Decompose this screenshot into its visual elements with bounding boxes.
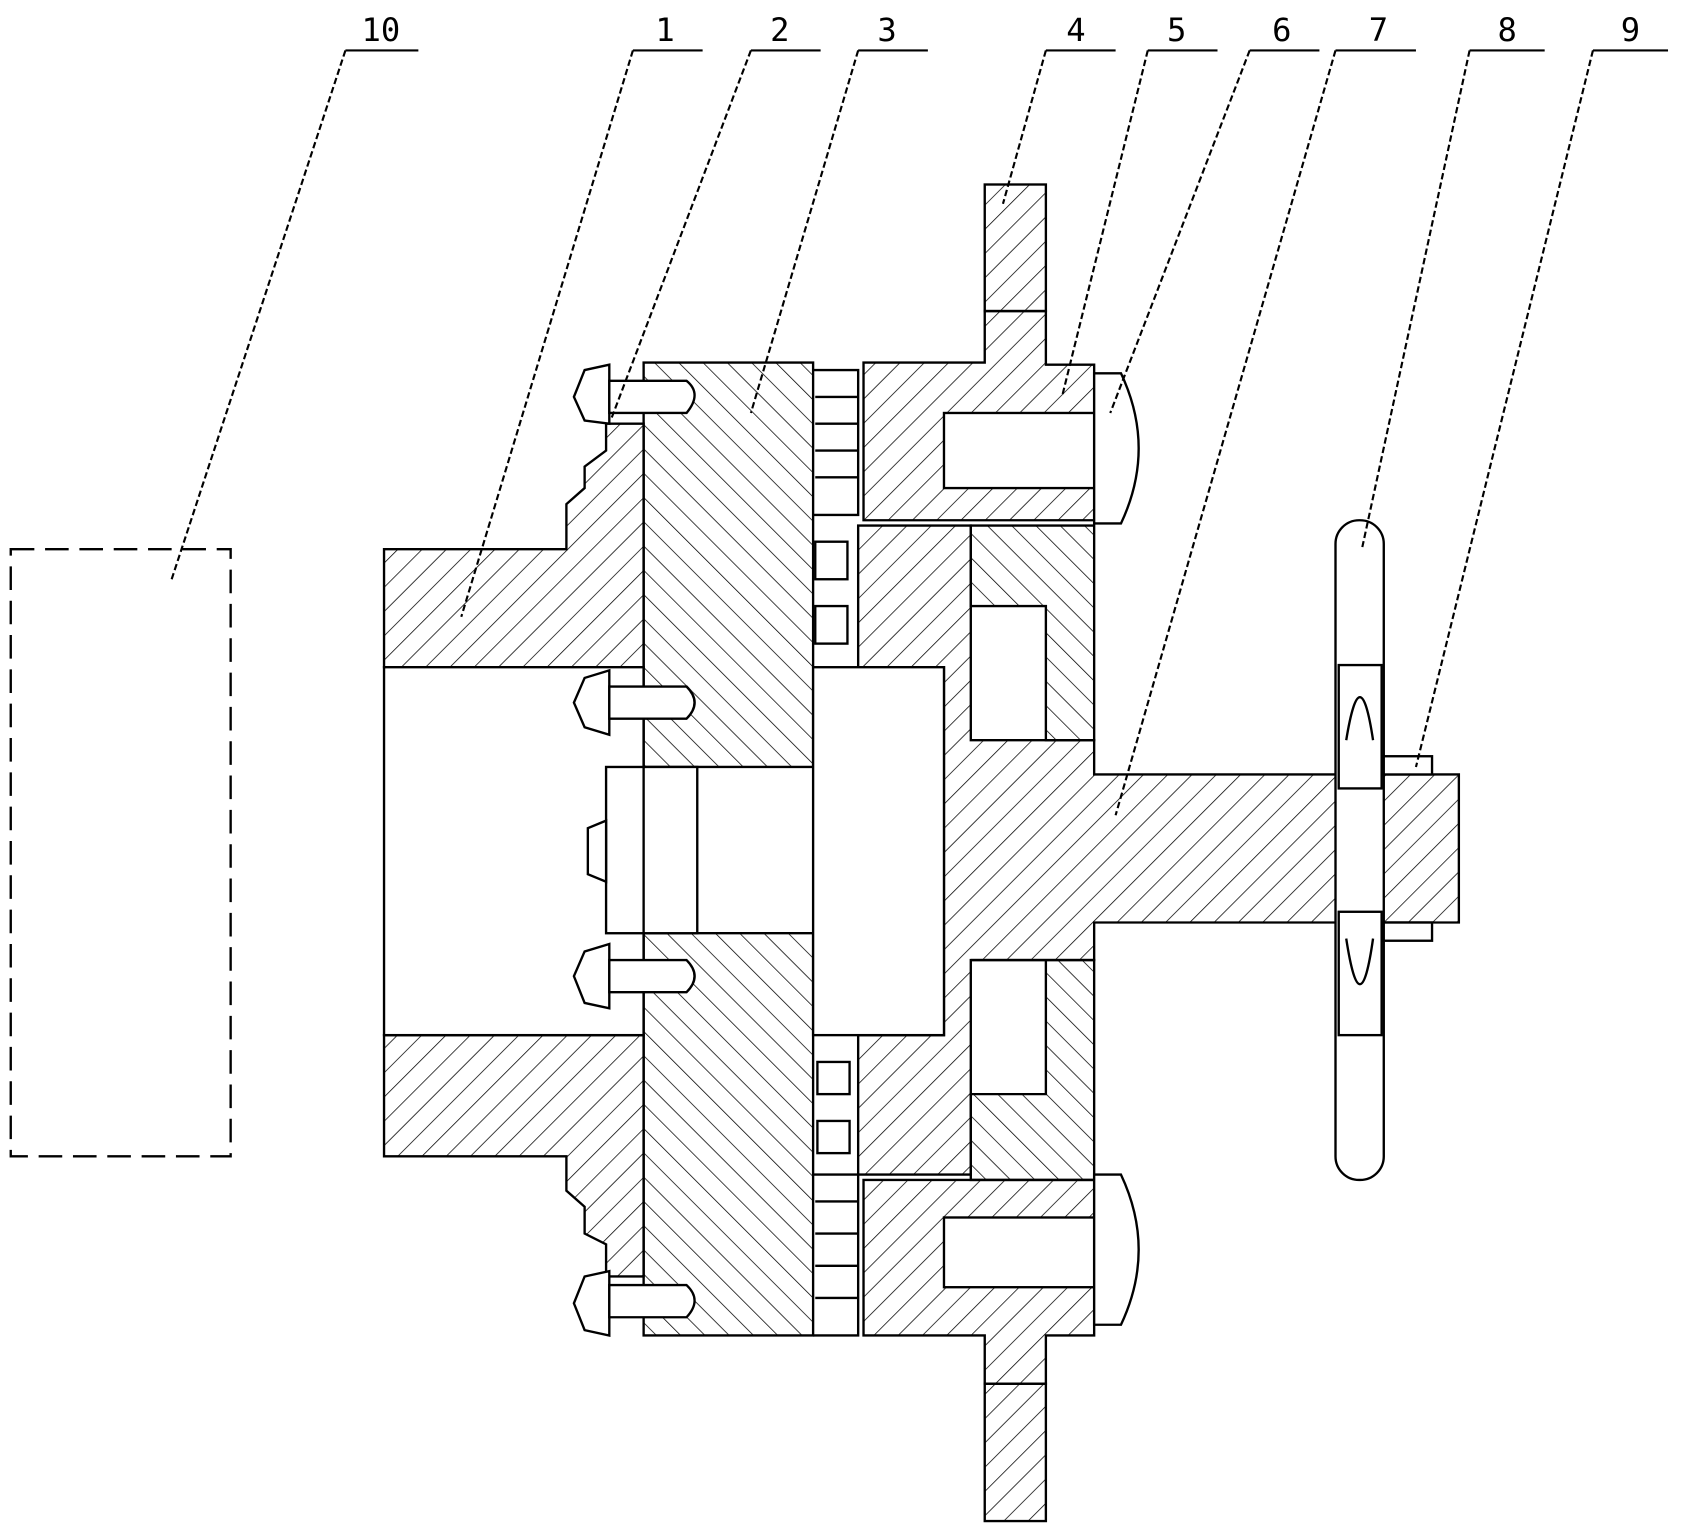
part-9-key	[1384, 756, 1432, 774]
label-8: 8	[1497, 11, 1516, 49]
label-3: 3	[877, 11, 896, 49]
label-1: 1	[655, 11, 674, 49]
label-2: 2	[770, 11, 789, 49]
part-labels: 10 1 2 3 4 5 6 7 8 9	[361, 11, 1640, 49]
part-10-dashed-box	[11, 549, 231, 1156]
label-10: 10	[361, 11, 400, 49]
part-8-handle	[1336, 520, 1384, 1180]
label-6: 6	[1272, 11, 1291, 49]
label-5: 5	[1167, 11, 1186, 49]
label-4: 4	[1066, 11, 1085, 49]
part-9-key-lower	[1384, 923, 1432, 941]
label-7: 7	[1369, 11, 1388, 49]
label-9: 9	[1621, 11, 1640, 49]
